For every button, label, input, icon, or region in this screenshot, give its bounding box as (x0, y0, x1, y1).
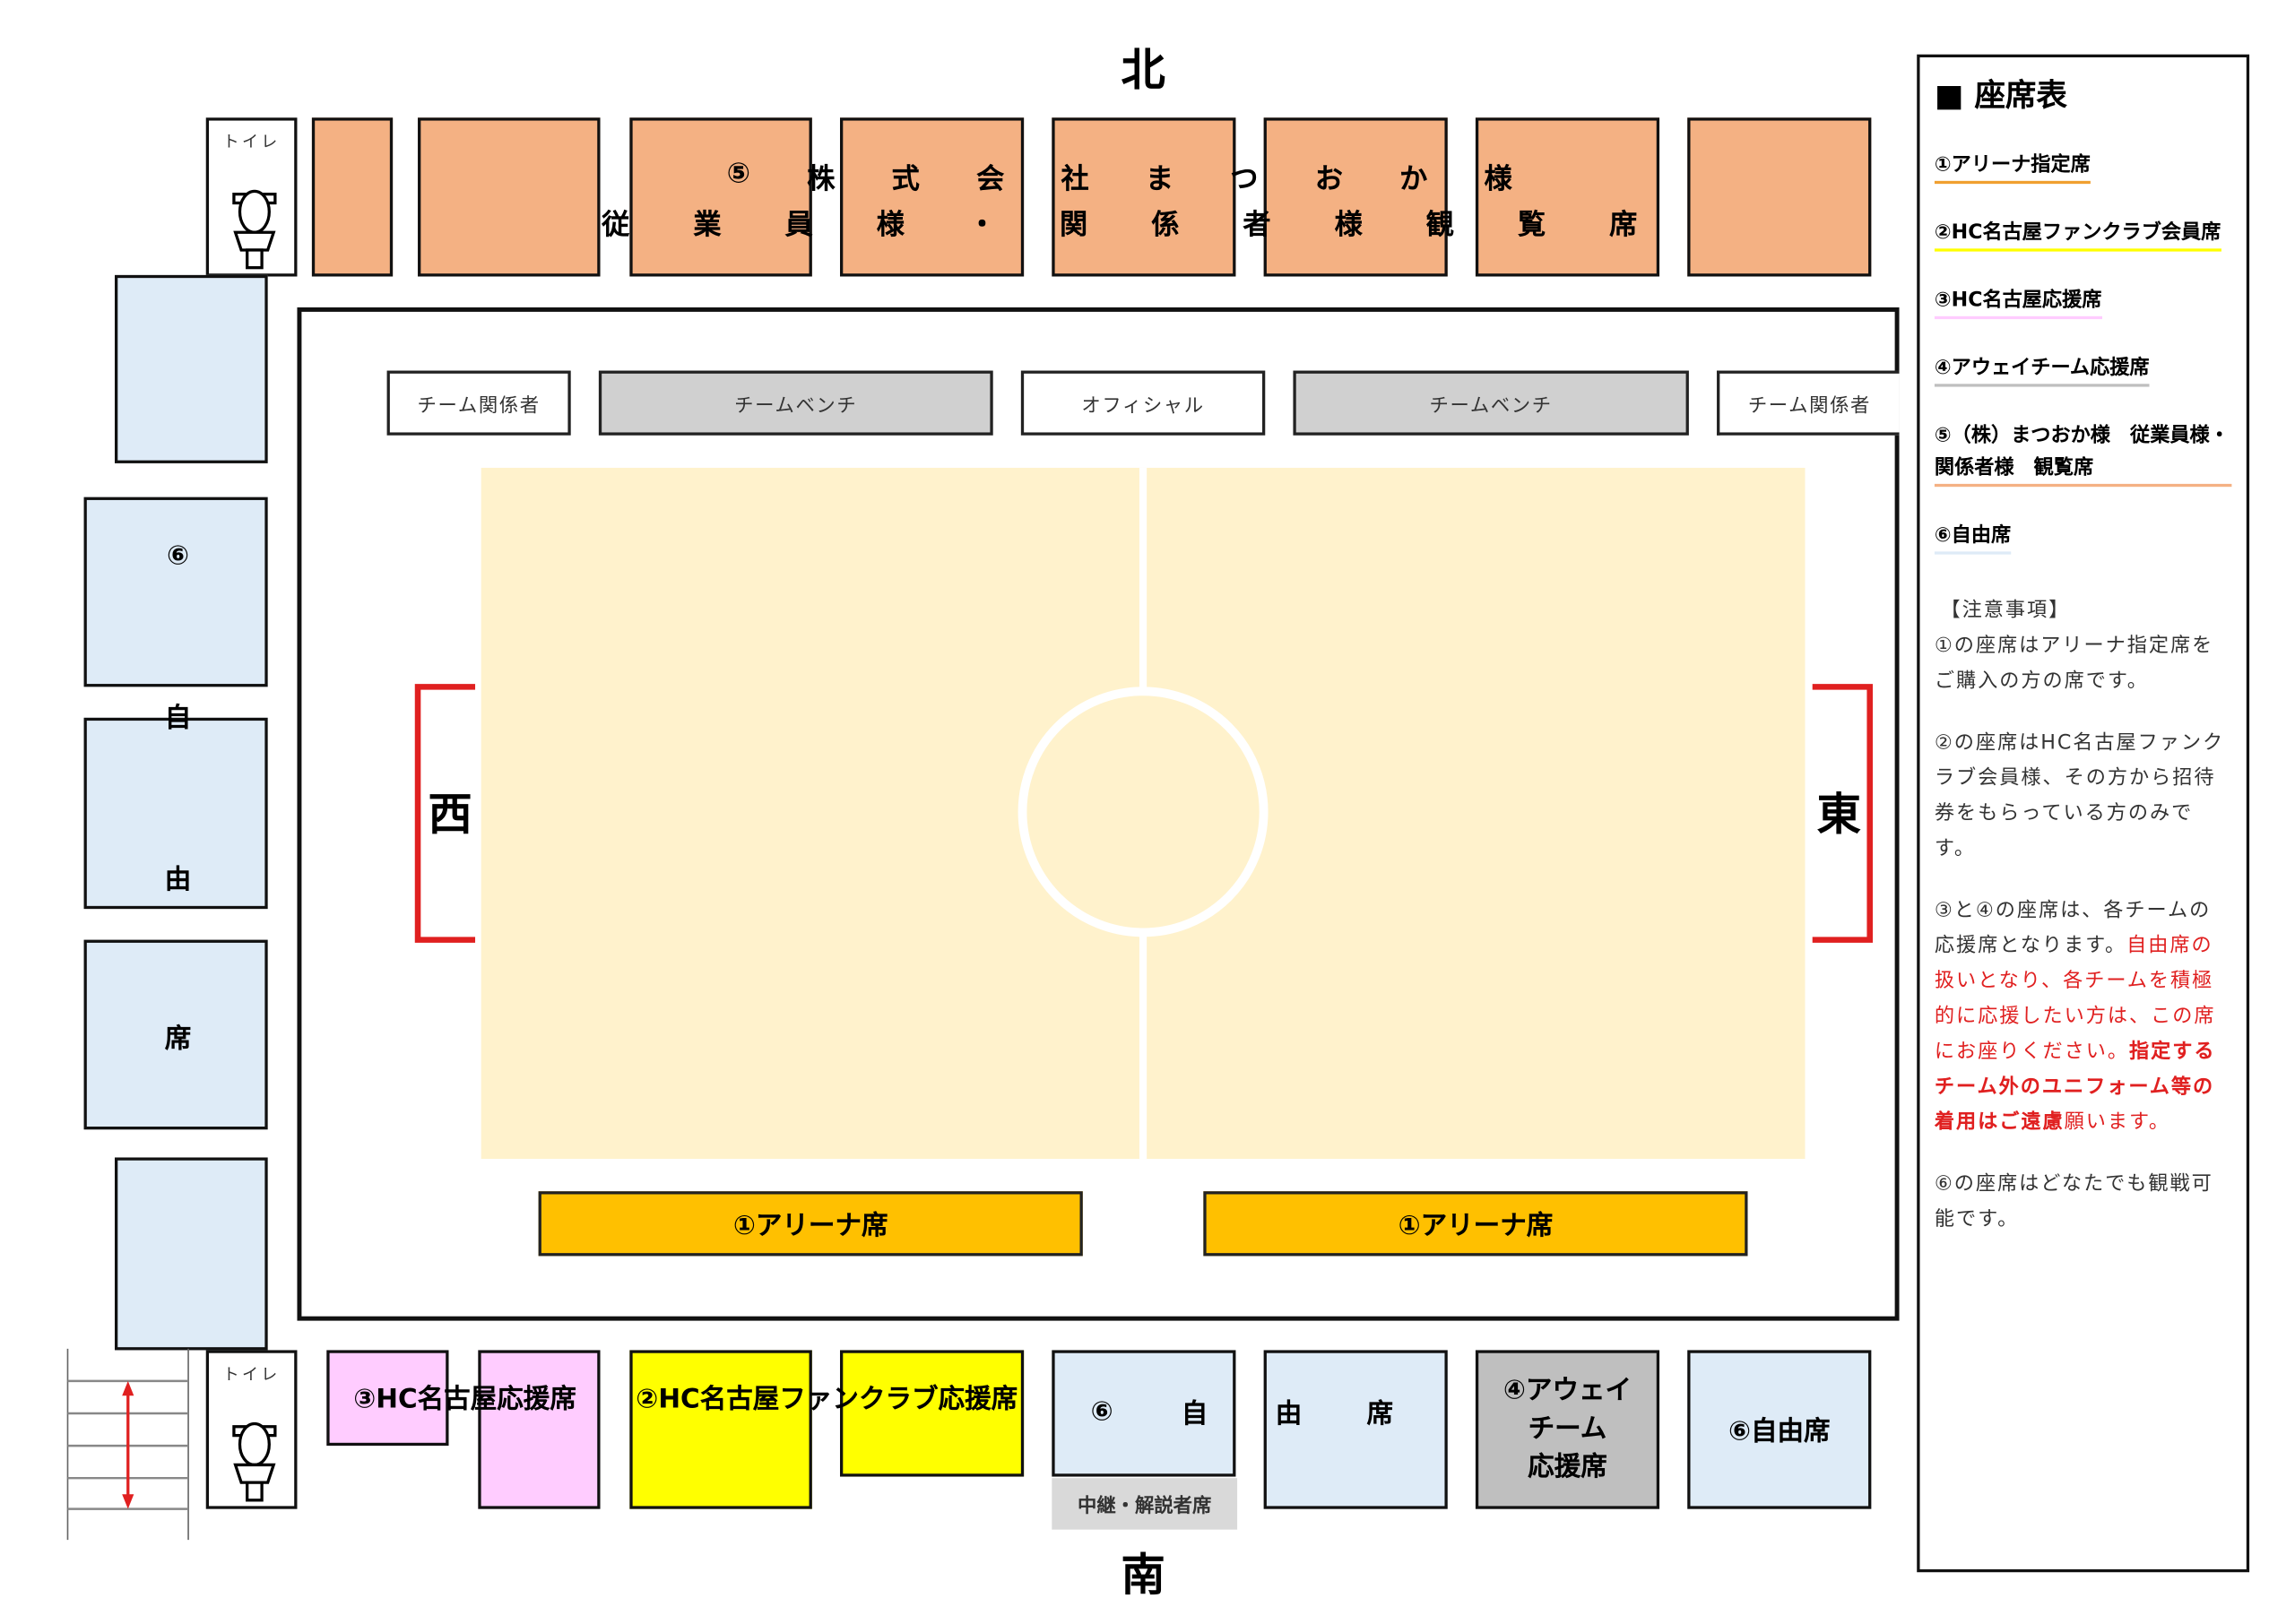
south-label: 南 (1121, 1550, 1165, 1602)
east-label: 東 (1816, 790, 1861, 842)
south-free-seat-char: 自 (1181, 1398, 1208, 1430)
note-support: ③と④の座席は、各チームの応援席となります。自由席の扱いとなり、各チームを積極的… (1935, 893, 2231, 1140)
legend-item: ②HC名古屋ファンクラブ会員席 (1934, 216, 2221, 252)
legend-item: ①アリーナ指定席 (1934, 149, 2091, 185)
west-label: 西 (428, 790, 472, 842)
stand-block-west-3 (83, 717, 268, 910)
free-seat-block-south-1 (1052, 1350, 1236, 1477)
stand-block-north-8 (1687, 117, 1872, 277)
stairs (66, 1348, 189, 1541)
note-uniform-warning: 指定するチーム外のユニフォーム等の着用はご遠慮 (1934, 1040, 2216, 1135)
team-bench-west: チームベンチ (598, 370, 993, 436)
legend-panel: ■ 座席表 ①アリーナ指定席 ②HC名古屋ファンクラブ会員席 ③HC名古屋応援席 ④ア… (1917, 54, 2250, 1573)
west-free-seat-number: ⑥ (167, 540, 190, 572)
south-free-seat-char: 由 (1275, 1398, 1303, 1430)
stand-block-north-2 (418, 117, 601, 277)
center-circle (1018, 687, 1269, 937)
away-label-line: 応援席 (1528, 1451, 1607, 1483)
hc-support-block-2 (478, 1350, 601, 1509)
toilet-label: トイレ (222, 132, 281, 152)
team-staff-area-east: チーム関係者 (1717, 370, 1900, 436)
hc-support-label: ③HC名古屋応援席 (353, 1384, 576, 1415)
toilet-label: トイレ (222, 1364, 281, 1385)
note-support-warning: 自由席の扱いとなり、各チームを積極的に応援したい方は、この席にお座りください。 (1934, 934, 2216, 1064)
note-fanclub: ②の座席はHC名古屋ファンクラブ会員様、その方から招待券をもらっている方のみです… (1934, 730, 2225, 860)
free-seat-block-south-3: ⑥自由席 (1687, 1350, 1872, 1509)
sponsor-stand-label-line2: 従業員様・関係者様観覧席 (602, 209, 1638, 242)
stand-block-north-7 (1475, 117, 1660, 277)
fanclub-block-1 (629, 1350, 812, 1509)
free-seat-block-south-2 (1263, 1350, 1448, 1509)
west-free-seat-char: 自 (164, 703, 192, 734)
officials-table: オフィシャル (1020, 370, 1266, 436)
stand-block-north-3 (629, 117, 812, 277)
fanclub-support-label: ②HC名古屋ファンクラブ応援席 (636, 1384, 1018, 1415)
fanclub-block-2 (840, 1350, 1025, 1477)
west-free-seat-char: 席 (164, 1024, 192, 1055)
south-free-seat-number: ⑥ (1090, 1396, 1113, 1428)
note-arena: ①の座席はアリーナ指定席をご購入の方の席です。 (1934, 634, 2214, 693)
notes-section: 【注意事項】 ①の座席はアリーナ指定席をご購入の方の席です。 ②の座席はHC名古… (1935, 592, 2231, 1237)
toilet-south: トイレ (205, 1350, 298, 1509)
notes-heading: 【注意事項】 (1940, 598, 2071, 623)
stand-block-north-1 (311, 117, 394, 277)
away-support-block: ④アウェイ チーム 応援席 (1475, 1350, 1660, 1509)
double-arrow-icon (122, 1380, 134, 1509)
toilet-icon (232, 189, 277, 270)
east-goal-bracket (1812, 684, 1873, 943)
stand-block-north-6 (1263, 117, 1448, 277)
toilet-north: トイレ (205, 117, 298, 277)
legend-item: ⑥自由席 (1934, 519, 2012, 555)
arena-boundary (297, 307, 1900, 1321)
team-bench-east: チームベンチ (1293, 370, 1689, 436)
stand-block-west-5 (114, 1157, 268, 1351)
legend-item: ④アウェイチーム応援席 (1934, 351, 2150, 387)
stand-block-west-1 (114, 274, 268, 463)
west-free-seat-char: 由 (164, 864, 192, 896)
stand-block-north-4 (840, 117, 1025, 277)
stand-block-west-4 (83, 939, 268, 1130)
hc-support-block-1 (326, 1350, 449, 1447)
toilet-icon (232, 1421, 277, 1502)
away-label-line: ④アウェイ (1503, 1375, 1632, 1406)
court-floor (481, 467, 1806, 1160)
south-free-seat-char: 席 (1366, 1398, 1394, 1430)
note-uniform-warning-end: 願います。 (2064, 1110, 2171, 1135)
stand-block-north-5 (1052, 117, 1236, 277)
commentary-booth: 中継・解説者席 (1052, 1478, 1238, 1530)
team-staff-area-west: チーム関係者 (386, 370, 571, 436)
west-goal-bracket (414, 684, 476, 943)
arena-seat-block-east: ①アリーナ席 (1203, 1191, 1748, 1257)
north-label: 北 (1121, 45, 1165, 98)
legend-title: ■ 座席表 (1934, 77, 2067, 114)
legend-item: ③HC名古屋応援席 (1934, 284, 2102, 320)
legend-item: ⑤（株）まつおか様 従業員様・関係者様 観覧席 (1934, 419, 2232, 488)
arena-seat-block-west: ①アリーナ席 (538, 1191, 1083, 1257)
note-free-seat: ⑥の座席はどなたでも観戦可能です。 (1934, 1171, 2213, 1231)
note-support-text: ③と④の座席は、各チームの応援席となります。 (1934, 898, 2212, 958)
away-label-line: チーム (1528, 1413, 1607, 1445)
stand-block-west-2 (83, 497, 268, 687)
